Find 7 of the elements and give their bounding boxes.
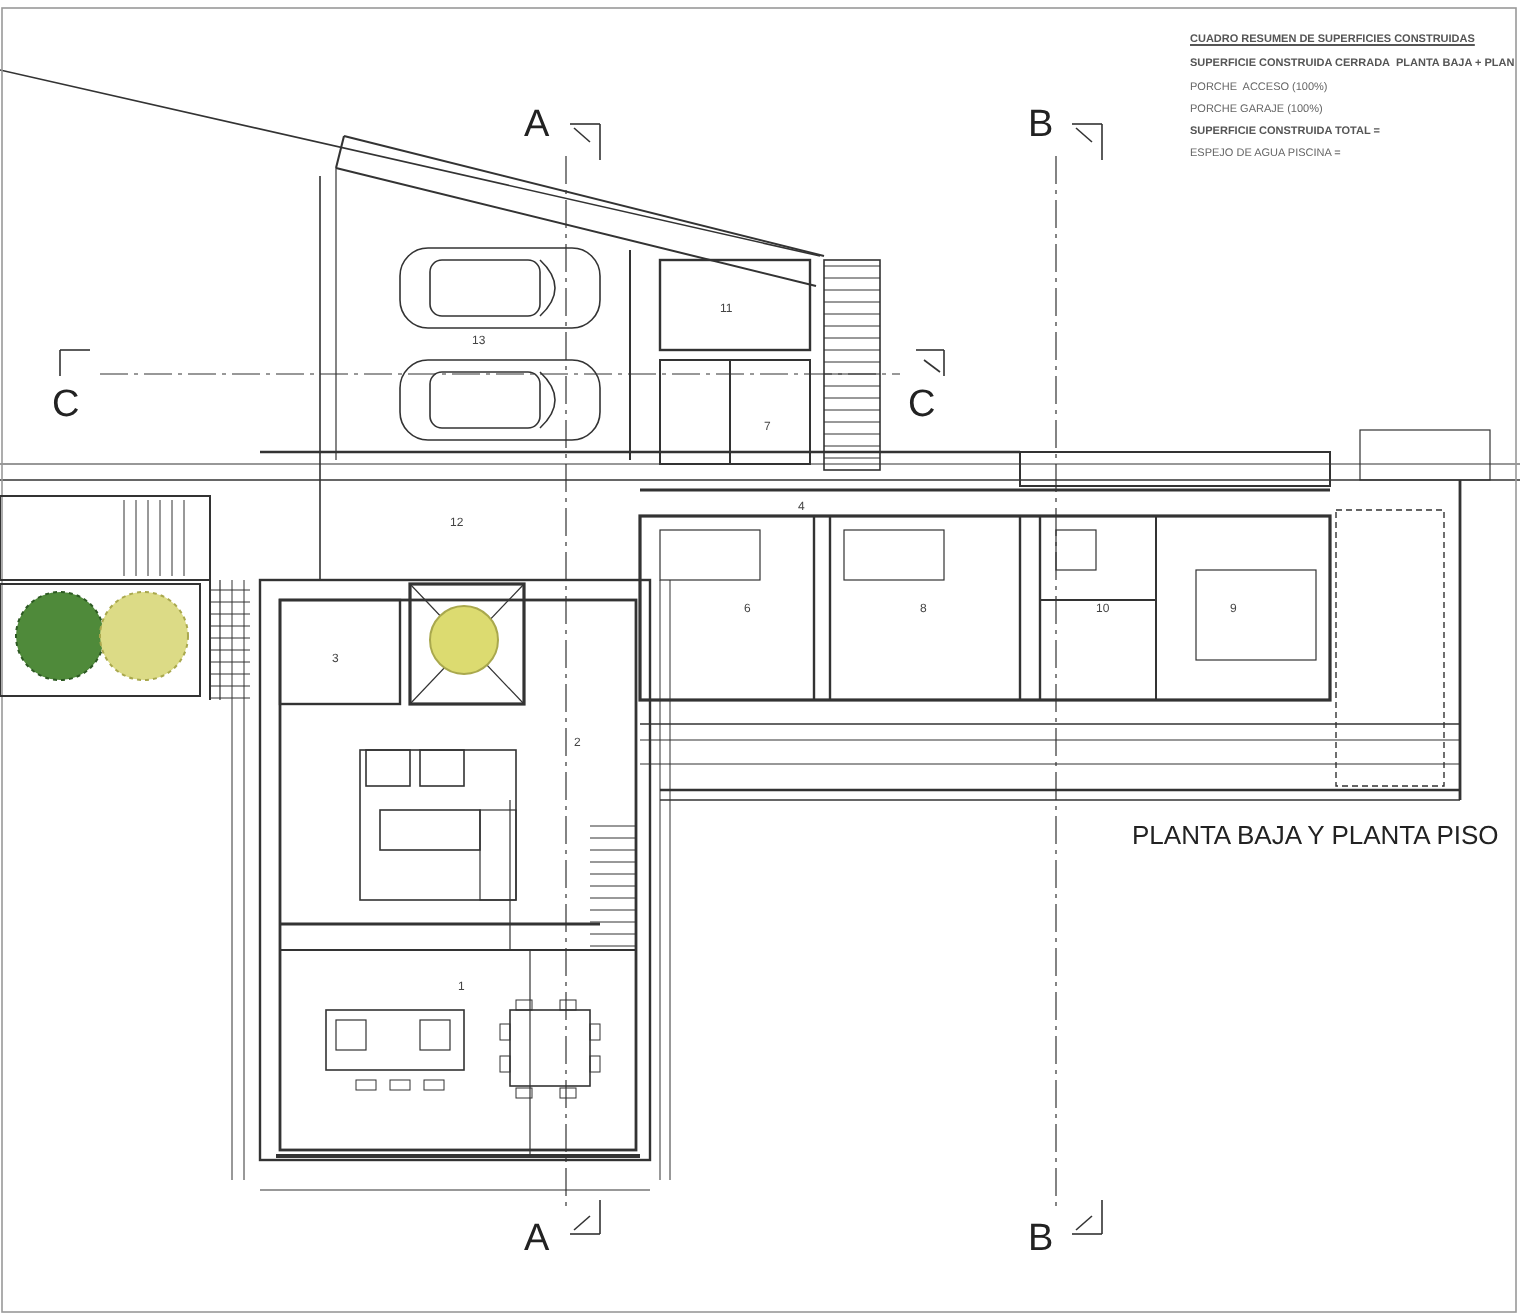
section-marker: A bbox=[524, 106, 550, 148]
section-marker: A bbox=[524, 1220, 550, 1262]
section-marker: B bbox=[1028, 1220, 1054, 1262]
section-marker: B bbox=[1028, 106, 1054, 148]
section-marker: C bbox=[908, 386, 936, 428]
plan-title: PLANTA BAJA Y PLANTA PISO bbox=[1132, 822, 1499, 851]
section-marker: C bbox=[52, 386, 80, 428]
